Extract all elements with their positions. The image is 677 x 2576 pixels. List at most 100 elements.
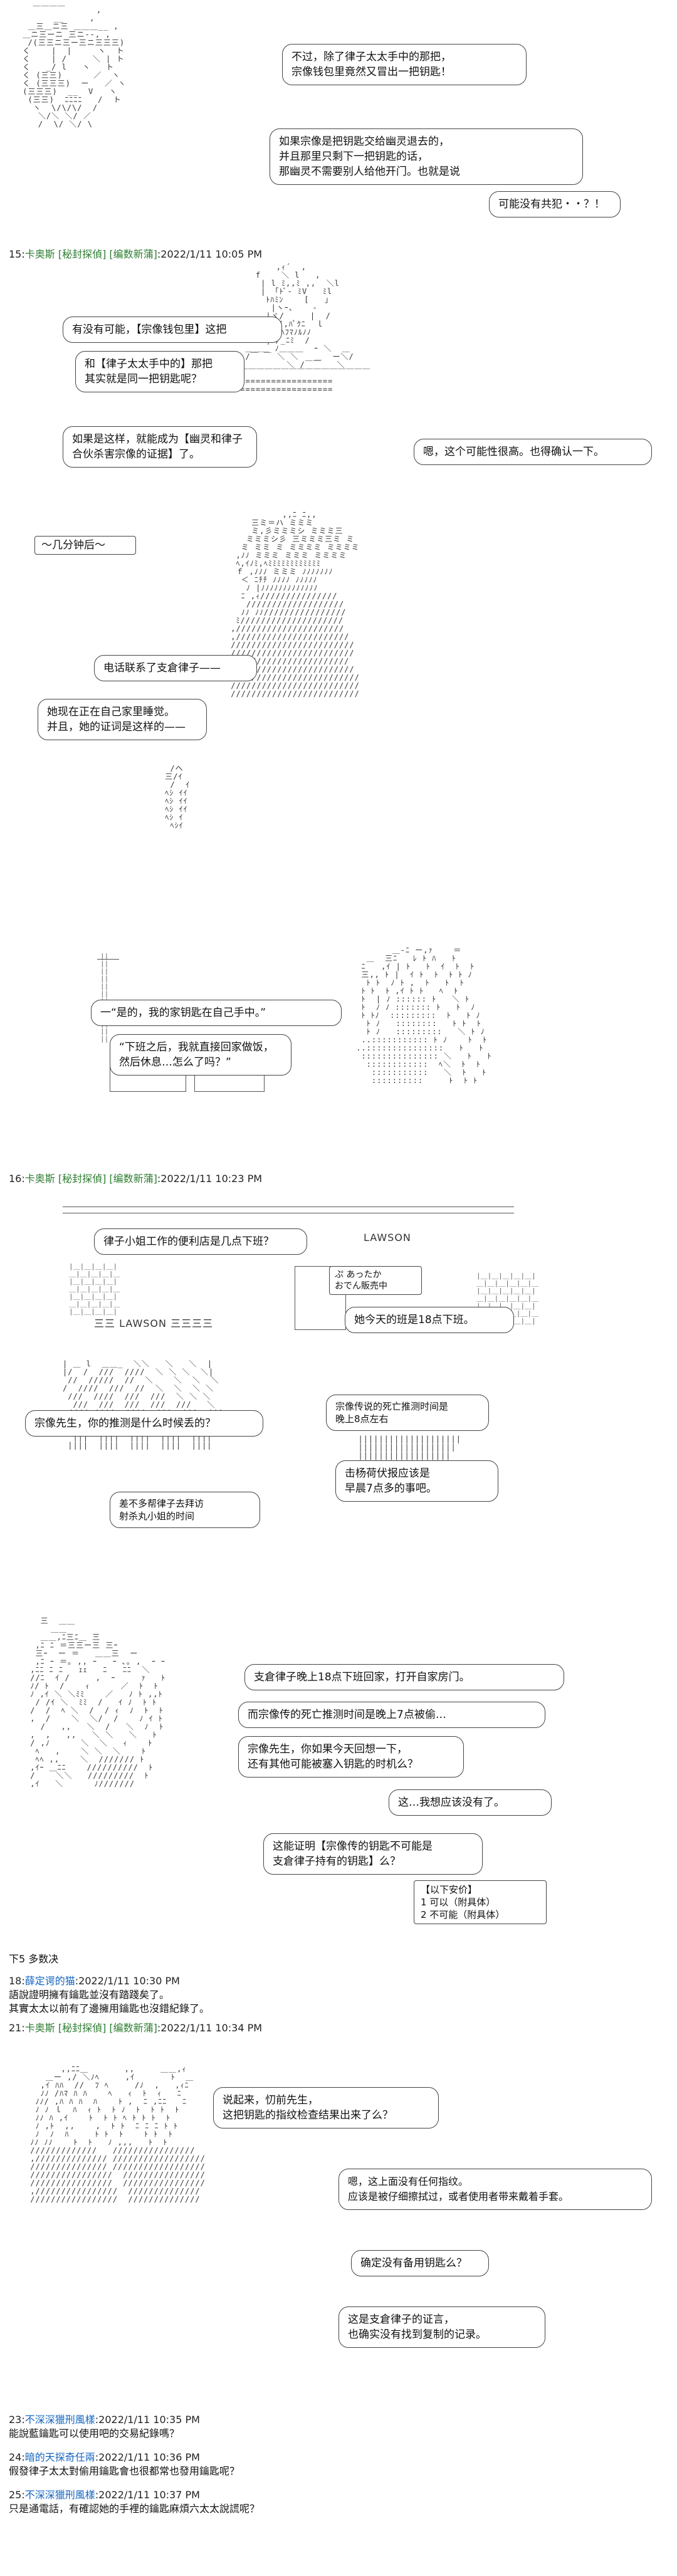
post-header: 21:卡奥斯 [秘封探偵] [编数新蒲]:2022/1/11 10:34 PM <box>9 2021 262 2035</box>
post-header: 16:卡奥斯 [秘封探偵] [编数新蒲]:2022/1/11 10:23 PM <box>9 1172 262 1186</box>
bubble-text: 击杨荷伏报应该是 <box>345 1467 430 1480</box>
ascii-art-two-characters: ,,ﾆﾆ＿ ,, ＿＿,ｨ ＿ー ,/ ＼ﾉﾍ ,ｲ ﾄ ＿ ,ｲ ﾊﾊ // … <box>30 2065 206 2204</box>
speech-bubble: 宗像先生，你的推测是什么时候丢的？ <box>25 1410 263 1437</box>
post-body: 語說證明擁有鑰匙並沒有踏踐矣了。 <box>9 1989 170 2001</box>
bubble-text: 这能证明【宗像传的钥匙不可能是 <box>273 1840 433 1853</box>
poster-text: ぷ あったか <box>335 1270 382 1280</box>
choice-option-1[interactable]: 1 可以（附具体） <box>421 1897 496 1908</box>
bubble-text: 嗯，这上面没有任何指纹。 <box>348 2175 469 2187</box>
bubble-text: 这…我想应该没有了。 <box>398 1796 505 1809</box>
bubble-text: 一“是的，我的家钥匙在自己手中。” <box>100 1007 266 1019</box>
ascii-art-character-4: ＿-ﾆ ー,ｧ ＝ ＿ 三ﾆ ﾚ ﾄ ﾊ ﾄ ﾆ ,ｲ | ﾄ ﾄ ｲ ﾄ ﾄ … <box>356 946 492 1085</box>
post-number: 16: <box>9 1173 25 1185</box>
bubble-text: 射杀丸小姐的时间 <box>119 1511 195 1522</box>
speech-bubble: 这是支倉律子的证言， 也确实没有找到复制的记录。 <box>338 2306 545 2348</box>
bubble-text: 如果宗像是把钥匙交给幽灵退去的， <box>279 135 449 148</box>
caption-box: ～几分钟后～ <box>34 536 136 555</box>
speech-bubble: 不过，除了律子太太手中的那把， 宗像钱包里竟然又冒出一把钥匙！ <box>282 44 527 85</box>
bubble-text: 说起来，忉前先生， <box>223 2094 318 2107</box>
bubble-text: 而宗像传的死亡推测时间是晚上7点被偷… <box>248 1709 446 1721</box>
speech-bubble: 差不多帮律子去拜访 射杀丸小姐的时间 <box>110 1492 260 1528</box>
speech-bubble: 她现在正在自己家里睡觉。 并且，她的证词是这样的—— <box>38 699 207 740</box>
vote-footer: 下5 多数决 <box>9 1953 59 1965</box>
post-author[interactable]: 不深深獵刑風樣 <box>24 2489 95 2501</box>
bubble-text: 然后休息…怎么了吗？” <box>119 1056 231 1069</box>
post-body: 其實太太以前有了邊擁用鑰匙也沒錯紀錄了。 <box>9 2003 210 2014</box>
speech-bubble: 宗像传说的死亡推测时间是 晚上8点左右 <box>326 1395 489 1431</box>
bubble-text: 并且，她的证词是这样的—— <box>47 721 186 733</box>
post-author[interactable]: 不深深獵刑風樣 <box>24 2414 95 2426</box>
bubble-text: 支倉律子持有的钥匙】么？ <box>273 1855 401 1868</box>
choice-option-2[interactable]: 2 不可能（附具体） <box>421 1909 505 1920</box>
bubble-text: 那幽灵不需要别人给他开门。也就是说 <box>279 165 460 178</box>
bubble-text: 应该是被仔细擦拭过，或者使用者带来戴着手套。 <box>348 2191 569 2202</box>
post-date: :2022/1/11 10:36 PM <box>95 2451 200 2463</box>
speech-bubble: 和【律子太太手中的】那把 其实就是同一把钥匙呢？ <box>75 351 244 392</box>
bubble-text: 可能没有共犯・・？！ <box>498 198 605 211</box>
speech-bubble: 她今天的班是18点下班。 <box>345 1307 514 1333</box>
speech-bubble: “下班之后，我就直接回家做饭， 然后休息…怎么了吗？” <box>110 1034 291 1076</box>
choice-title: 【以下安价】 <box>421 1884 478 1895</box>
speech-bubble: 律子小姐工作的便利店是几点下班？ <box>94 1228 307 1255</box>
bubble-text: 合伙杀害宗像的证据】了。 <box>72 448 200 461</box>
bubble-text: 宗像钱包里竟然又冒出一把钥匙！ <box>291 66 451 78</box>
speech-bubble: 嗯，这个可能性很高。也得确认一下。 <box>414 439 652 465</box>
post-date: :2022/1/11 10:30 PM <box>75 1975 180 1987</box>
ascii-art-detective-1: ￣￣￣￣ , __ , ＿三＿ニ三 ＿＿＿__ , ＿ニ三ーニ 三ニ--, , … <box>23 6 127 128</box>
bubble-text: 电话联系了支倉律子—— <box>103 662 221 674</box>
post-author[interactable]: 薛定谔的猫 <box>24 1975 75 1987</box>
post-header: 23:不深深獵刑風樣:2022/1/11 10:35 PM <box>9 2413 200 2427</box>
speech-bubble: 说起来，忉前先生， 这把钥匙的指纹检查结果出来了么？ <box>213 2087 439 2128</box>
ascii-art-phone-scene: ,,ﾆ ﾆ,, 三ミ＝ハ ミミミ ミ,彡ミミミシ ミミミ三 ミミミシ彡 三ミミミ… <box>231 510 360 698</box>
bubble-text: 有没有可能，【宗像钱包里】这把 <box>72 323 227 336</box>
speech-bubble: 嗯，这上面没有任何指纹。 应该是被仔细擦拭过，或者使用者带来戴着手套。 <box>338 2169 652 2210</box>
bubble-text: 确定没有备用钥匙么？ <box>360 2257 467 2270</box>
bubble-text: 差不多帮律子去拜访 <box>119 1498 204 1509</box>
poster-text: おでん販売中 <box>335 1281 387 1291</box>
post-number: 18: <box>9 1975 25 1987</box>
speech-bubble: 这能证明【宗像传的钥匙不可能是 支倉律子持有的钥匙】么？ <box>263 1833 483 1875</box>
post-number: 21: <box>9 2022 25 2034</box>
post-number: 23: <box>9 2414 25 2426</box>
post-author[interactable]: 卡奥斯 [秘封探偵] [编数新蒲] <box>24 1173 157 1185</box>
post-author[interactable]: 卡奥斯 [秘封探偵] [编数新蒲] <box>24 2022 157 2034</box>
store-sign: LAWSON <box>364 1232 411 1243</box>
speech-bubble: 如果是这样，就能成为【幽灵和律子 合伙杀害宗像的证据】了。 <box>63 426 257 468</box>
post-author[interactable]: 暗的天探奇任兩 <box>24 2451 95 2463</box>
divider <box>97 959 119 960</box>
speech-bubble: 电话联系了支倉律子—— <box>94 655 257 681</box>
brick-wall: |＿|＿|＿|＿| ＿|＿|＿|＿|＿ |＿|＿|＿|＿| ＿|＿|＿|＿|＿ … <box>69 1262 120 1316</box>
bubble-text: 其实就是同一把钥匙呢？ <box>85 373 202 385</box>
bubble-text: 和【律子太太手中的】那把 <box>85 358 213 370</box>
bubble-text: 并且那里只剩下一把钥匙的话， <box>279 150 428 163</box>
post-number: 15: <box>9 248 25 260</box>
bubble-text: 不过，除了律子太太手中的那把， <box>291 51 451 63</box>
bubble-text: 也确实没有找到复制的记录。 <box>348 2328 486 2341</box>
bubble-text: 她现在正在自己家里睡觉。 <box>47 706 175 718</box>
store-sign-frame <box>301 1228 439 1251</box>
choice-box: 【以下安价】 1 可以（附具体） 2 不可能（附具体） <box>414 1880 547 1924</box>
speech-bubble: 宗像先生，你如果今天回想一下， 还有其他可能被塞入钥匙的时机么？ <box>238 1736 464 1778</box>
bubble-text: 宗像先生，你如果今天回想一下， <box>248 1743 407 1756</box>
post-header: 15:卡奥斯 [秘封探偵] [编数新蒲]:2022/1/11 10:05 PM <box>9 248 262 261</box>
speech-bubble: 一“是的，我的家钥匙在自己手中。” <box>91 1000 342 1026</box>
bubble-text: 嗯，这个可能性很高。也得确认一下。 <box>423 446 604 458</box>
bubble-text: 她今天的班是18点下班。 <box>354 1314 475 1326</box>
post-body: 假發律子太太對偷用鑰匙會也很都常也發用鑰匙呢？ <box>9 2465 240 2477</box>
post-number: 25: <box>9 2489 25 2501</box>
bubble-text: 支倉律子晚上18点下班回家，打开自家房门。 <box>254 1671 470 1683</box>
speech-bubble: 支倉律子晚上18点下班回家，打开自家房门。 <box>244 1664 564 1690</box>
post-date: :2022/1/11 10:05 PM <box>157 248 263 260</box>
caption-text: ～几分钟后～ <box>41 539 105 552</box>
post-author[interactable]: 卡奥斯 [秘封探偵] [编数新蒲] <box>24 248 157 260</box>
ascii-art-character-7: 三 ＿＿ ＿＿ ＿＿,ﾆ三ﾆ＿ 三 ,ﾆ ﾆ ＝三三ー三 三ｰ 三ｰ ー ＝ ＿… <box>30 1616 166 1788</box>
post-date: :2022/1/11 10:37 PM <box>95 2489 200 2501</box>
poster-sign: ぷ あったか おでん販売中 <box>329 1266 422 1295</box>
speech-bubble: 而宗像传的死亡推测时间是晚上7点被偷… <box>238 1702 545 1728</box>
speech-bubble: 确定没有备用钥匙么？ <box>351 2250 489 2276</box>
store-banner: 三三 LAWSON 三三三三 <box>94 1317 214 1329</box>
bubble-text: 早晨7点多的事吧。 <box>345 1482 437 1495</box>
speech-bubble: 有没有可能，【宗像钱包里】这把 <box>63 317 282 343</box>
bubble-text: “下班之后，我就直接回家做饭， <box>119 1041 274 1054</box>
ascii-art-hand: /ヘ 三/ｲ / ｲ ﾍｼ ｲｲ ﾍｼ ｲｲ ﾍｼ ｲｲ ﾍｼ ｲ ﾍｼｲ <box>165 764 191 830</box>
